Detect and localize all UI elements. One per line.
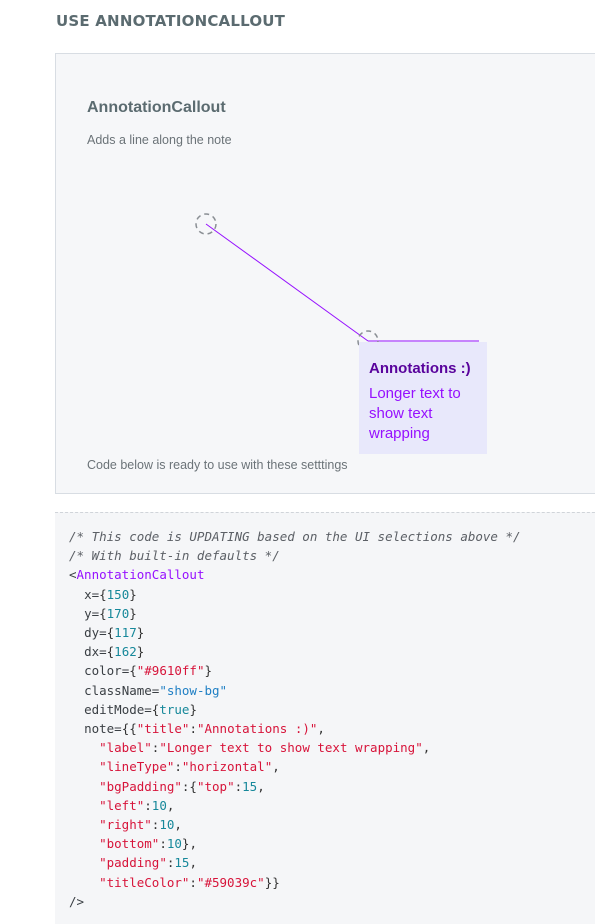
code-value: "#9610ff" [136, 663, 205, 679]
demo-title: AnnotationCallout [87, 99, 226, 116]
code-key: "lineType" [99, 759, 175, 775]
code-panel: /* This code is UPDATING based on the UI… [55, 512, 595, 924]
note-label-line: show text [369, 405, 433, 422]
code-value: 162 [114, 644, 137, 660]
annotation-canvas [195, 213, 479, 352]
code-key: "left" [99, 797, 145, 813]
code-close: /> [69, 893, 85, 909]
code-key: "right" [99, 817, 152, 833]
note-box[interactable]: Annotations :) Longer text to show text … [359, 342, 487, 454]
code-prop: dy= [84, 625, 107, 641]
code-comment: /* This code is UPDATING based on the UI… [69, 529, 521, 544]
demo-footer-text: Code below is ready to use with these se… [87, 458, 348, 472]
note-label: Longer text to show text wrapping [369, 384, 479, 444]
code-prop: className= [84, 682, 160, 698]
code-value: 10 [151, 797, 167, 813]
code-value: 15 [242, 778, 258, 794]
demo-description: Adds a line along the note [87, 133, 232, 147]
note-label-line: wrapping [369, 425, 430, 442]
code-value: true [159, 701, 190, 717]
code-prop: y= [84, 605, 100, 621]
code-prop: color= [84, 663, 130, 679]
code-prop: editMode= [84, 701, 152, 717]
code-key: "padding" [99, 855, 167, 871]
code-value: 15 [174, 855, 190, 871]
code-key: "bottom" [99, 836, 160, 852]
code-key: "top" [196, 778, 235, 794]
note-label-line: Longer text to [369, 385, 461, 402]
code-value: "#59039c" [196, 874, 265, 890]
code-key: "title" [136, 721, 190, 737]
code-value: 170 [106, 605, 130, 621]
code-prop: x= [84, 586, 100, 602]
code-comment: /* With built-in defaults */ [69, 548, 280, 564]
code-value: "Annotations :)" [196, 721, 318, 737]
code-value: 10 [159, 817, 175, 833]
code-key: "titleColor" [99, 874, 190, 890]
code-prop: dx= [84, 644, 107, 660]
note-title: Annotations :) [369, 360, 471, 377]
code-component: AnnotationCallout [76, 567, 205, 583]
code-key: "label" [99, 740, 152, 756]
code-value: "Longer text to show text wrapping" [159, 740, 423, 756]
note-handle[interactable] [357, 330, 379, 352]
section-heading: USE ANNOTATIONCALLOUT [56, 12, 286, 30]
code-open: < [69, 567, 77, 583]
subject-handle[interactable] [195, 213, 217, 235]
code-value: 150 [106, 586, 130, 602]
code-value: 10 [166, 836, 182, 852]
code-value: 117 [114, 625, 137, 641]
code-value: "show-bg" [159, 682, 228, 698]
connector-line [205, 223, 369, 342]
code-key: "bgPadding" [99, 778, 182, 794]
code-prop: note= [84, 721, 122, 737]
demo-panel: AnnotationCallout Adds a line along the … [55, 53, 595, 494]
code-block: /* This code is UPDATING based on the UI… [69, 529, 521, 909]
code-value: "horizontal" [181, 759, 273, 775]
